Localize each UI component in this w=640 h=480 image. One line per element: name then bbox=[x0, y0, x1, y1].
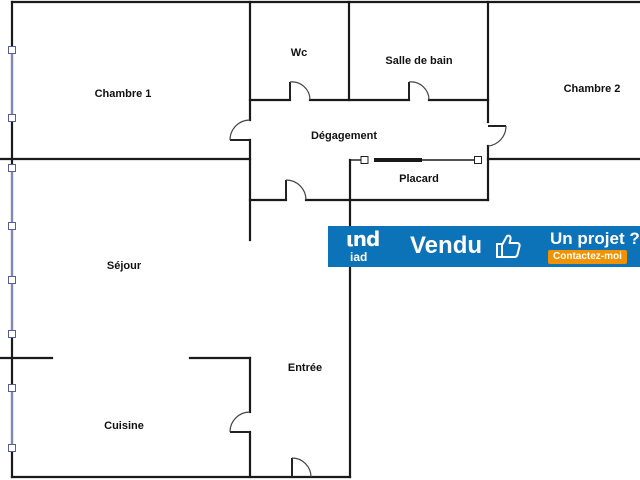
room-label-entree: Entrée bbox=[288, 362, 322, 374]
room-label-chambre2: Chambre 2 bbox=[564, 83, 621, 95]
thumbs-up-icon bbox=[496, 234, 521, 258]
sold-banner[interactable]: ιnd iad Vendu Un projet ? Contactez-moi bbox=[328, 226, 640, 267]
iad-logo-mark: ιnd bbox=[346, 227, 380, 251]
iad-logo: ιnd iad bbox=[342, 228, 382, 266]
iad-logo-text: iad bbox=[350, 250, 368, 264]
room-label-placard: Placard bbox=[399, 173, 439, 185]
placard-node bbox=[474, 156, 482, 164]
room-label-cuisine: Cuisine bbox=[104, 420, 144, 432]
room-label-wc: Wc bbox=[291, 47, 308, 59]
room-label-sejour: Séjour bbox=[107, 260, 142, 272]
room-label-salle-de-bain: Salle de bain bbox=[385, 55, 453, 67]
room-label-degagement: Dégagement bbox=[311, 130, 377, 142]
placard-node bbox=[360, 156, 369, 164]
doors bbox=[229, 81, 507, 478]
project-text: Un projet ? bbox=[550, 229, 640, 248]
contact-button[interactable]: Contactez-moi bbox=[548, 250, 627, 264]
room-label-chambre1: Chambre 1 bbox=[95, 88, 152, 100]
windows bbox=[8, 46, 16, 452]
sold-label: Vendu bbox=[410, 232, 483, 259]
